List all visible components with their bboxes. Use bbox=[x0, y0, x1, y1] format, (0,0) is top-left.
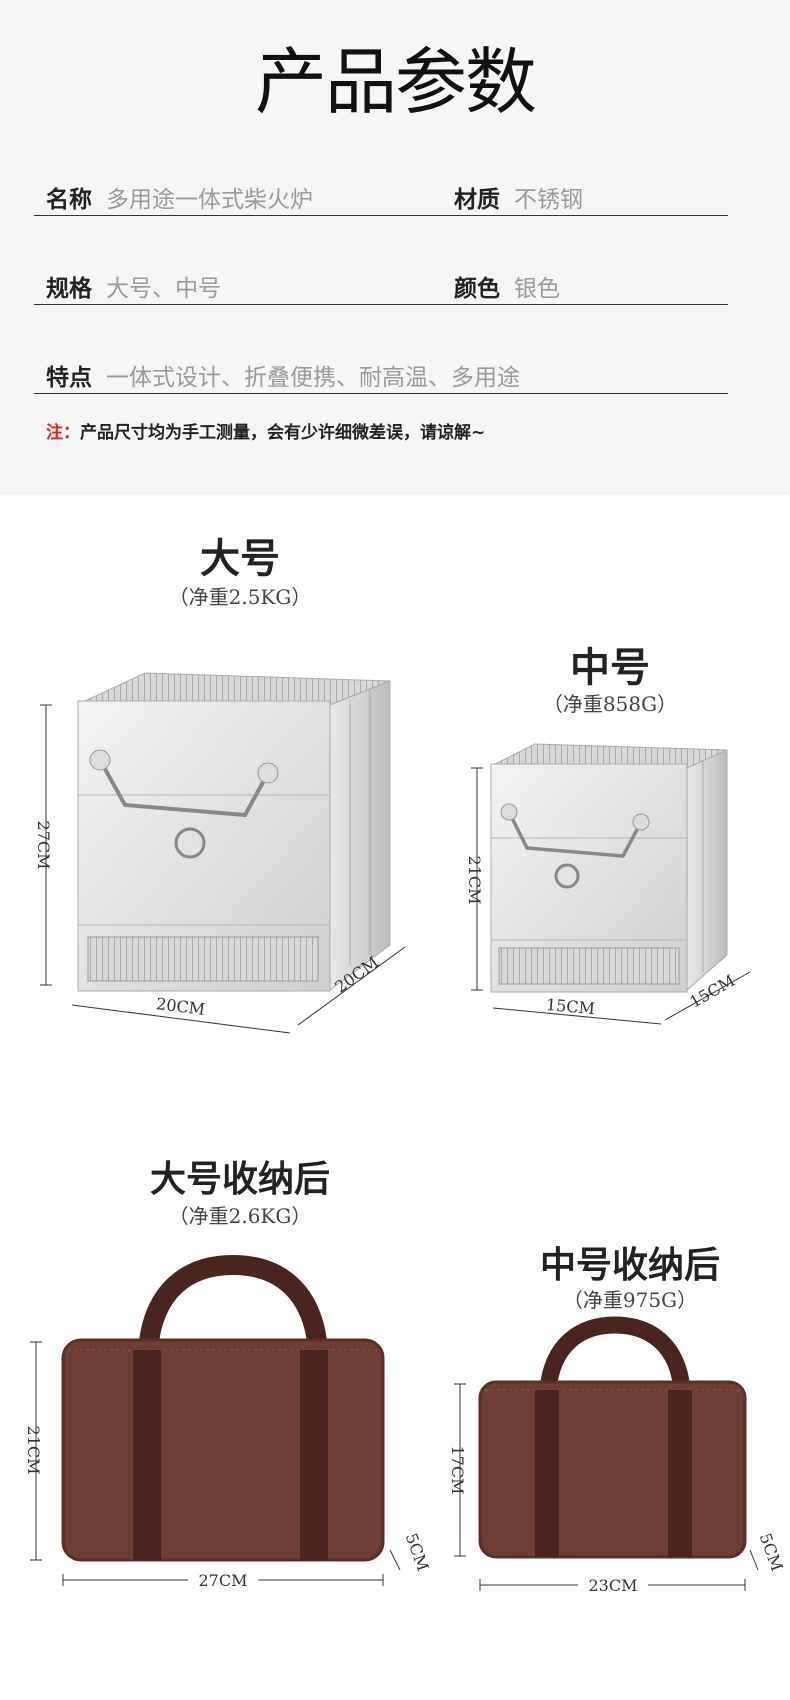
spec-row-1: 名称 多用途一体式柴火炉 材质 不锈钢 bbox=[34, 176, 728, 216]
large-bag-figure: 21CM 27CM 5CM bbox=[24, 1254, 433, 1590]
medium-title: 中号 bbox=[570, 644, 650, 691]
large-stove bbox=[77, 672, 391, 992]
spec-name-value: 多用途一体式柴火炉 bbox=[106, 187, 313, 213]
medium-depth-line bbox=[664, 971, 751, 1021]
medium-weight: （净重858G） bbox=[542, 692, 678, 716]
medium-bag-height-label: 17CM bbox=[448, 1446, 467, 1495]
large-bag-title: 大号收纳后 bbox=[149, 1158, 330, 1200]
note-text: 产品尺寸均为手工测量，会有少许细微差误，请谅解~ bbox=[80, 423, 486, 443]
spec-row-3: 特点 一体式设计、折叠便携、耐高温、多用途 bbox=[34, 354, 728, 394]
spec-row-2: 规格 大号、中号 颜色 银色 bbox=[34, 265, 728, 305]
large-bag-depth-label: 5CM bbox=[402, 1531, 433, 1574]
large-weight: （净重2.5KG） bbox=[168, 585, 312, 609]
large-bag-depth-line bbox=[389, 1549, 401, 1571]
page-title: 产品参数 bbox=[254, 40, 537, 124]
spec-color-value: 银色 bbox=[514, 276, 560, 302]
medium-width-label: 15CM bbox=[545, 995, 595, 1018]
spec-name: 名称 多用途一体式柴火炉 bbox=[46, 180, 313, 214]
spec-color-key: 颜色 bbox=[454, 276, 500, 302]
medium-bag-depth-line bbox=[749, 1549, 759, 1571]
spec-feature: 特点 一体式设计、折叠便携、耐高温、多用途 bbox=[46, 358, 520, 392]
measurement-note: 注：产品尺寸均为手工测量，会有少许细微差误，请谅解~ bbox=[46, 418, 485, 443]
note-prefix: 注： bbox=[46, 423, 80, 443]
medium-bag-depth-label: 5CM bbox=[756, 1531, 787, 1574]
medium-bag bbox=[478, 1316, 747, 1559]
medium-bag-figure: 17CM 23CM 5CM bbox=[448, 1316, 787, 1595]
large-height-label: 27CM bbox=[34, 821, 53, 870]
spec-material-value: 不锈钢 bbox=[514, 187, 583, 213]
medium-bag-title: 中号收纳后 bbox=[539, 1244, 720, 1286]
large-width-label: 20CM bbox=[155, 994, 206, 1019]
large-width-line bbox=[71, 1004, 291, 1034]
spec-feature-key: 特点 bbox=[46, 365, 92, 391]
medium-width-line bbox=[492, 1007, 662, 1025]
large-bag-height-label: 21CM bbox=[24, 1426, 43, 1475]
large-bag-weight: （净重2.6KG） bbox=[168, 1204, 312, 1228]
spec-size-key: 规格 bbox=[46, 276, 92, 302]
medium-stove-figure: 21CM 15CM 15CM bbox=[465, 743, 751, 1025]
spec-material-key: 材质 bbox=[454, 187, 500, 213]
medium-height-label: 21CM bbox=[465, 856, 484, 905]
large-depth-line bbox=[297, 946, 406, 1026]
spec-name-key: 名称 bbox=[46, 187, 92, 213]
medium-bag-weight: （净重975G） bbox=[562, 1288, 698, 1312]
spec-material: 材质 不锈钢 bbox=[454, 180, 583, 214]
medium-bag-width-label: 23CM bbox=[589, 1576, 638, 1595]
spec-size-value: 大号、中号 bbox=[106, 276, 221, 302]
spec-color: 颜色 银色 bbox=[454, 269, 560, 303]
large-bag-width-label: 27CM bbox=[199, 1571, 248, 1590]
large-title: 大号 bbox=[200, 535, 280, 582]
large-stove-figure: 27CM 20CM 20CM bbox=[34, 672, 406, 1034]
parameters-section: 产品参数 名称 多用途一体式柴火炉 材质 不锈钢 规格 大号、中号 颜色 银色 … bbox=[0, 0, 790, 495]
spec-feature-value: 一体式设计、折叠便携、耐高温、多用途 bbox=[106, 365, 520, 391]
spec-size: 规格 大号、中号 bbox=[46, 269, 221, 303]
large-bag bbox=[61, 1254, 385, 1562]
medium-stove bbox=[490, 743, 728, 993]
